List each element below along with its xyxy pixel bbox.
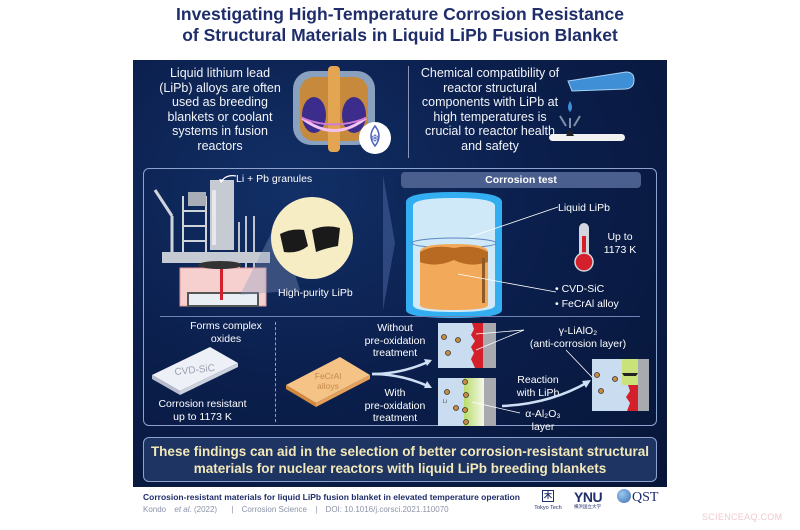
svg-text:FeCrAl: FeCrAl <box>315 371 342 381</box>
ynu-logo: YNU 横浜国立大学 <box>574 489 603 509</box>
qst-logo: QST <box>617 489 658 506</box>
intro-right-text: Chemical compatibility of reactor struct… <box>420 66 560 153</box>
without-preoxidation-label: Without pre-oxidation treatment <box>364 322 426 359</box>
title-line-1: Investigating High-Temperature Corrosion… <box>176 4 624 24</box>
citation-separator: | <box>231 505 234 514</box>
corrosion-resistant-label: Corrosion resistant up to 1173 K <box>158 398 247 423</box>
cvd-sic-sample: CVD-SiC <box>152 347 238 395</box>
gamma-lialo2-label: γ-LiAlO₂ (anti-corrosion layer) <box>529 325 627 350</box>
temperature-label: Up to 1173 K <box>603 231 637 256</box>
svg-text:Li: Li <box>443 399 447 405</box>
conclusion-box: These findings can aid in the selection … <box>143 437 657 482</box>
svg-text:alloys: alloys <box>317 381 339 391</box>
paper-title: Corrosion-resistant materials for liquid… <box>143 492 520 502</box>
micrograph-with-preoxidation: Li <box>438 378 496 426</box>
micrograph-after-reaction <box>592 359 649 411</box>
citation-authors: Kondo et al. (2022) <box>143 505 218 514</box>
section-divider <box>160 316 640 317</box>
citation-separator: | <box>315 505 318 514</box>
citation: Kondo et al. (2022) | Corrosion Science … <box>143 505 455 514</box>
alpha-al2o3-label: α-Al₂O₃ layer <box>525 408 561 433</box>
title-line-2: of Structural Materials in Liquid LiPb F… <box>182 25 618 45</box>
results-divider <box>275 322 276 422</box>
experiment-box <box>143 168 657 426</box>
intro-divider <box>408 66 409 158</box>
granules-arrow <box>219 175 237 183</box>
conclusion-line-2: materials for nuclear reactors with liqu… <box>193 461 607 476</box>
material-item-cvd-sic: • CVD-SiC <box>555 283 605 295</box>
forms-oxides-label: Forms complex oxides <box>190 320 262 345</box>
corrosion-test-header: Corrosion test <box>401 172 641 188</box>
granules-label: Li + Pb granules <box>236 173 313 185</box>
tokyo-tech-logo: 木 Tokyo Tech <box>534 490 562 511</box>
test-tube-drip-icon <box>549 71 635 141</box>
melting-apparatus-illustration <box>153 180 270 307</box>
fusion-reactor-icon: ❄ <box>293 66 391 154</box>
alpha-pointer-line <box>471 401 521 414</box>
with-preoxidation-label: With pre-oxidation treatment <box>364 387 426 424</box>
liquid-lipb-label: Liquid LiPb <box>558 202 610 214</box>
svg-text:❄: ❄ <box>370 132 379 145</box>
infographic-title: Investigating High-Temperature Corrosion… <box>133 4 667 46</box>
intro-left-text: Liquid lithium lead (LiPb) alloys are of… <box>159 66 281 153</box>
globe-icon <box>617 489 631 503</box>
reaction-arrow <box>501 380 591 408</box>
tokyo-tech-emblem-icon: 木 <box>542 490 554 502</box>
branch-arrows <box>371 359 432 389</box>
citation-doi: DOI: 10.1016/j.corsci.2021.110070 <box>325 505 449 514</box>
watermark: SCIENCEAQ.COM <box>702 512 783 522</box>
liquid-pointer-line <box>469 206 559 238</box>
material-item-fecral: • FeCrAl alloy <box>555 298 619 310</box>
lipb-sample-closeup <box>271 197 353 279</box>
conclusion-line-1: These findings can aid in the selection … <box>150 444 650 459</box>
materials-pointer-line <box>457 273 557 293</box>
zoom-cone <box>240 220 300 295</box>
chevron-right-icon <box>383 175 395 310</box>
fecral-sample: FeCrAl alloys <box>286 357 370 407</box>
svg-text:CVD-SiC: CVD-SiC <box>174 363 215 378</box>
citation-journal: Corrosion Science <box>241 505 307 514</box>
high-purity-lipb-label: High-purity LiPb <box>278 287 353 299</box>
thermometer-icon <box>574 223 594 272</box>
crucible-illustration <box>406 192 502 318</box>
reaction-with-lipb-label: Reaction with LiPb <box>516 374 560 399</box>
